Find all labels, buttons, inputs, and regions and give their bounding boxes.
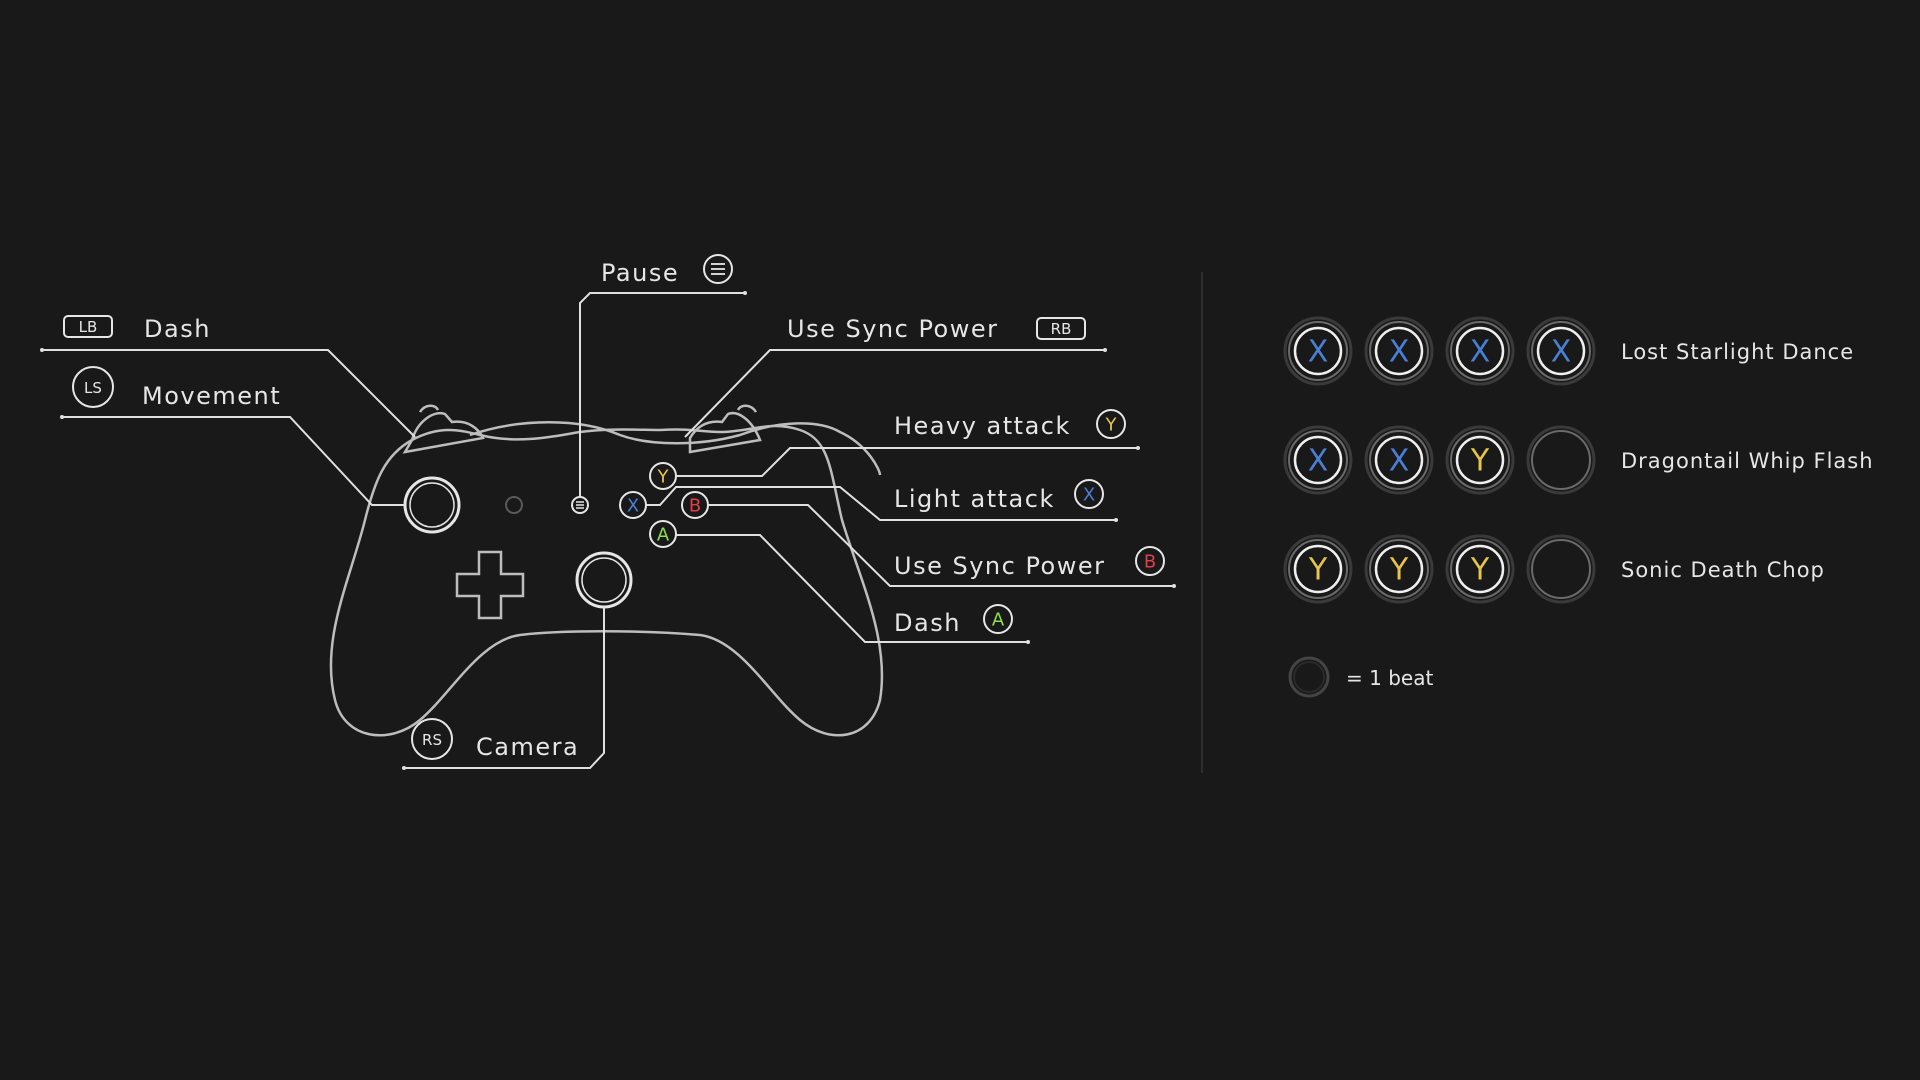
face-button-a: A bbox=[649, 520, 677, 548]
face-button-y: Y bbox=[649, 462, 677, 490]
x-badge bbox=[1074, 479, 1104, 509]
combo-beat-glyph: Y bbox=[1470, 444, 1490, 479]
y-badge bbox=[1096, 409, 1126, 439]
svg-text:Use Sync Power: Use Sync Power bbox=[894, 552, 1106, 580]
rb-sync-power-label: Use Sync Power RB bbox=[787, 315, 1086, 343]
svg-text:Y: Y bbox=[1105, 415, 1118, 436]
svg-text:Dash: Dash bbox=[144, 315, 211, 343]
combo-row: X X Y Dragontail Whip Flash bbox=[1283, 425, 1874, 495]
y-heavy-attack-label: Heavy attack Y bbox=[894, 409, 1126, 440]
combo-beat-glyph: X bbox=[1389, 335, 1410, 370]
combo-beat-empty bbox=[1526, 534, 1596, 604]
controller-outline bbox=[329, 404, 884, 737]
combo-row: X X X X Lost Starlight Dance bbox=[1283, 316, 1854, 386]
combo-beat-x: X bbox=[1445, 316, 1515, 386]
lb-badge bbox=[63, 315, 113, 338]
combo-beat-empty bbox=[1526, 425, 1596, 495]
combo-beat-x: X bbox=[1526, 316, 1596, 386]
combo-beat-x: X bbox=[1283, 425, 1353, 495]
face-button-x: X bbox=[619, 491, 647, 519]
combo-beat-glyph: X bbox=[1470, 335, 1491, 370]
combo-beat-x: X bbox=[1283, 316, 1353, 386]
svg-text:Movement: Movement bbox=[142, 382, 281, 410]
combo-beat-x: X bbox=[1364, 316, 1434, 386]
svg-text:= 1 beat: = 1 beat bbox=[1346, 666, 1433, 690]
svg-text:LB: LB bbox=[79, 318, 98, 336]
combo-beat-y: Y bbox=[1445, 534, 1515, 604]
combo-beat-glyph: Y bbox=[1470, 553, 1490, 588]
combo-beat-glyph: X bbox=[1551, 335, 1572, 370]
a-dash-label: Dash A bbox=[894, 604, 1013, 637]
svg-text:RB: RB bbox=[1051, 320, 1072, 338]
rs-camera-label: RS Camera bbox=[411, 718, 579, 761]
pause-label: Pause bbox=[601, 254, 733, 287]
svg-text:RS: RS bbox=[422, 731, 442, 749]
svg-text:Pause: Pause bbox=[601, 259, 679, 287]
b-sync-power-label: Use Sync Power B bbox=[894, 546, 1165, 580]
svg-text:Dash: Dash bbox=[894, 609, 961, 637]
combo-beat-x: X bbox=[1364, 425, 1434, 495]
lb-dash-label: LB Dash bbox=[63, 315, 211, 343]
combo-beat-glyph: X bbox=[1308, 335, 1329, 370]
combo-name: Lost Starlight Dance bbox=[1621, 340, 1854, 364]
combo-beat-glyph: Y bbox=[1389, 553, 1409, 588]
svg-text:LS: LS bbox=[84, 379, 102, 397]
svg-text:Use Sync Power: Use Sync Power bbox=[787, 315, 999, 343]
face-button-b: B bbox=[681, 491, 709, 519]
combo-beat-y: Y bbox=[1445, 425, 1515, 495]
combo-name: Sonic Death Chop bbox=[1621, 558, 1825, 582]
combo-beat-glyph: X bbox=[1389, 444, 1410, 479]
menu-icon bbox=[703, 254, 733, 284]
svg-text:X: X bbox=[627, 496, 639, 517]
combo-beat-y: Y bbox=[1283, 534, 1353, 604]
beat-legend: = 1 beat bbox=[1288, 656, 1433, 698]
b-badge bbox=[1135, 546, 1165, 576]
combo-beat-glyph: X bbox=[1308, 444, 1329, 479]
svg-text:B: B bbox=[689, 496, 701, 517]
svg-text:Heavy attack: Heavy attack bbox=[894, 412, 1071, 440]
svg-text:Camera: Camera bbox=[476, 733, 579, 761]
x-light-attack-label: Light attack X bbox=[894, 479, 1104, 513]
rb-badge bbox=[1036, 317, 1086, 340]
svg-text:Light attack: Light attack bbox=[894, 485, 1055, 513]
svg-text:A: A bbox=[657, 525, 670, 546]
leader-lines bbox=[40, 291, 1176, 770]
combo-beat-glyph: Y bbox=[1308, 553, 1328, 588]
ls-movement-label: LS Movement bbox=[72, 366, 281, 410]
rs-badge bbox=[411, 718, 453, 760]
a-badge bbox=[983, 604, 1013, 634]
combo-row: Y Y Y Sonic Death Chop bbox=[1283, 534, 1825, 604]
combo-name: Dragontail Whip Flash bbox=[1621, 449, 1874, 473]
beat-legend-icon bbox=[1288, 656, 1330, 698]
svg-text:A: A bbox=[992, 610, 1005, 631]
svg-text:B: B bbox=[1144, 552, 1156, 573]
ls-badge bbox=[72, 366, 114, 408]
svg-text:Y: Y bbox=[657, 467, 670, 488]
combo-beat-y: Y bbox=[1364, 534, 1434, 604]
svg-text:X: X bbox=[1083, 485, 1095, 506]
